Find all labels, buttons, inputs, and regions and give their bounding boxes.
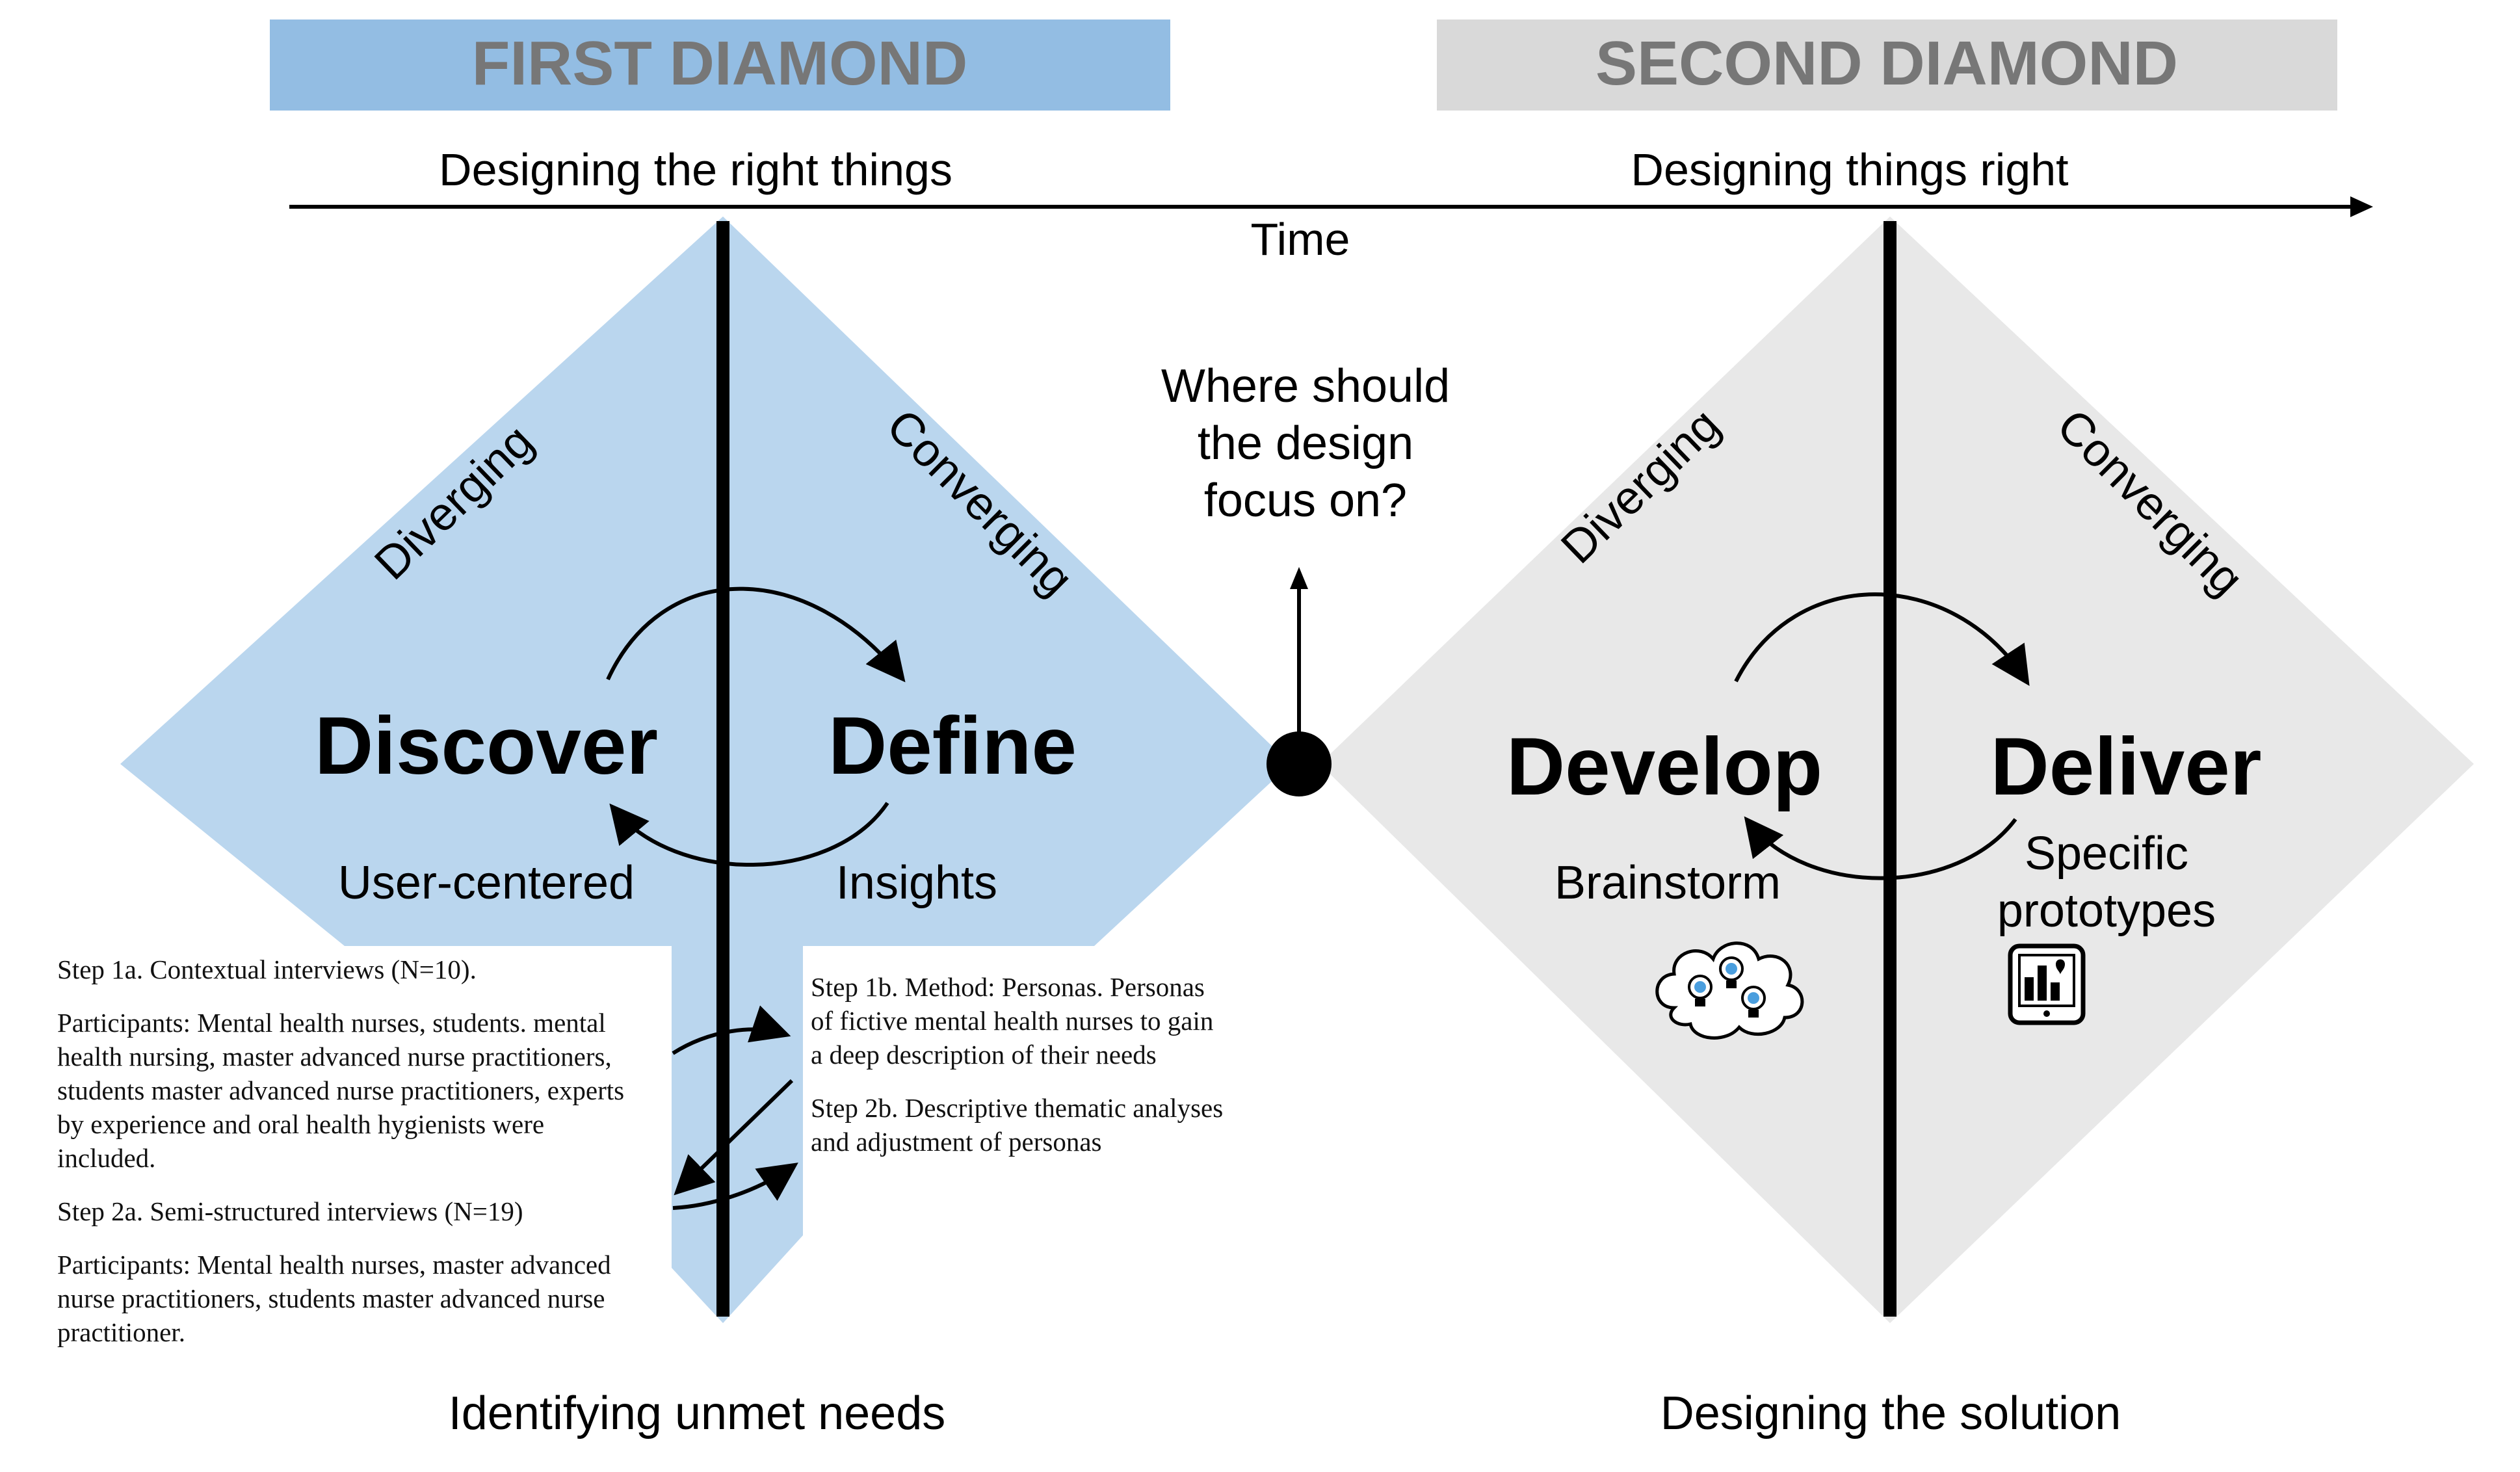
step-arrow-1b-to-2a xyxy=(674,1079,794,1196)
left-steps: Step 1a. Contextual interviews (N=10). P… xyxy=(57,953,636,1349)
second-cycle-arrow-top xyxy=(1734,592,2030,687)
deliver-label: Deliver xyxy=(1991,722,2262,812)
first-diamond-banner xyxy=(270,20,1170,111)
second-diamond-banner xyxy=(1437,20,2337,111)
develop-label: Develop xyxy=(1506,722,1822,812)
footer-right: Designing the solution xyxy=(1660,1387,2121,1439)
footer-left: Identifying unmet needs xyxy=(449,1387,946,1439)
tablet-dashboard-icon xyxy=(2008,943,2086,1025)
first-cycle-arrow-top xyxy=(606,586,906,683)
participants-1: Participants: Mental health nurses, stud… xyxy=(57,1008,625,1173)
first-diamond-banner-label: FIRST DIAMOND xyxy=(472,29,968,98)
bulb-icon xyxy=(1688,975,1713,1006)
second-cycle-arrow-bottom xyxy=(1744,816,2017,880)
right-heading: Designing things right xyxy=(1631,144,2068,195)
focus-arrowhead xyxy=(1290,567,1308,589)
step-1b: Step 1b. Method: Personas. Personas of f… xyxy=(811,972,1214,1070)
participants-2: Participants: Mental health nurses, mast… xyxy=(57,1250,611,1347)
left-heading: Designing the right things xyxy=(439,144,952,195)
brainstorm-label: Brainstorm xyxy=(1555,857,1781,909)
lightbulb-cloud-icon xyxy=(1655,941,1804,1040)
step-2a: Step 2a. Semi-structured interviews (N=1… xyxy=(57,1196,523,1226)
focus-point xyxy=(1267,731,1332,796)
discover-label: Discover xyxy=(315,701,658,791)
focus-question-line3: focus on? xyxy=(1204,475,1407,527)
time-arrowhead xyxy=(2350,196,2373,217)
bulb-icon xyxy=(1741,986,1766,1018)
insights-label: Insights xyxy=(836,857,997,909)
right-steps: Step 1b. Method: Personas. Personas of f… xyxy=(811,970,1227,1159)
specific-prototypes-line2: prototypes xyxy=(1997,885,2216,937)
user-centered-label: User-centered xyxy=(338,857,635,909)
time-label: Time xyxy=(1251,214,1350,265)
specific-prototypes-line1: Specific xyxy=(2025,828,2188,880)
step-arrow-2a-to-2b xyxy=(672,1163,798,1210)
second-diamond-banner-label: SECOND DIAMOND xyxy=(1595,29,2178,98)
step-arrow-1a-to-1b xyxy=(672,1005,791,1055)
define-label: Define xyxy=(828,701,1077,791)
step-2b: Step 2b. Descriptive thematic analyses a… xyxy=(811,1093,1224,1157)
focus-question-line1: Where should xyxy=(1161,360,1450,412)
bulb-icon xyxy=(1719,956,1744,988)
first-cycle-arrow-bottom xyxy=(609,802,889,867)
first-diamond-shape xyxy=(120,217,1291,1323)
step-1a: Step 1a. Contextual interviews (N=10). xyxy=(57,954,477,984)
second-diamond-shape xyxy=(1320,217,2474,1323)
focus-question-line2: the design xyxy=(1198,417,1413,469)
